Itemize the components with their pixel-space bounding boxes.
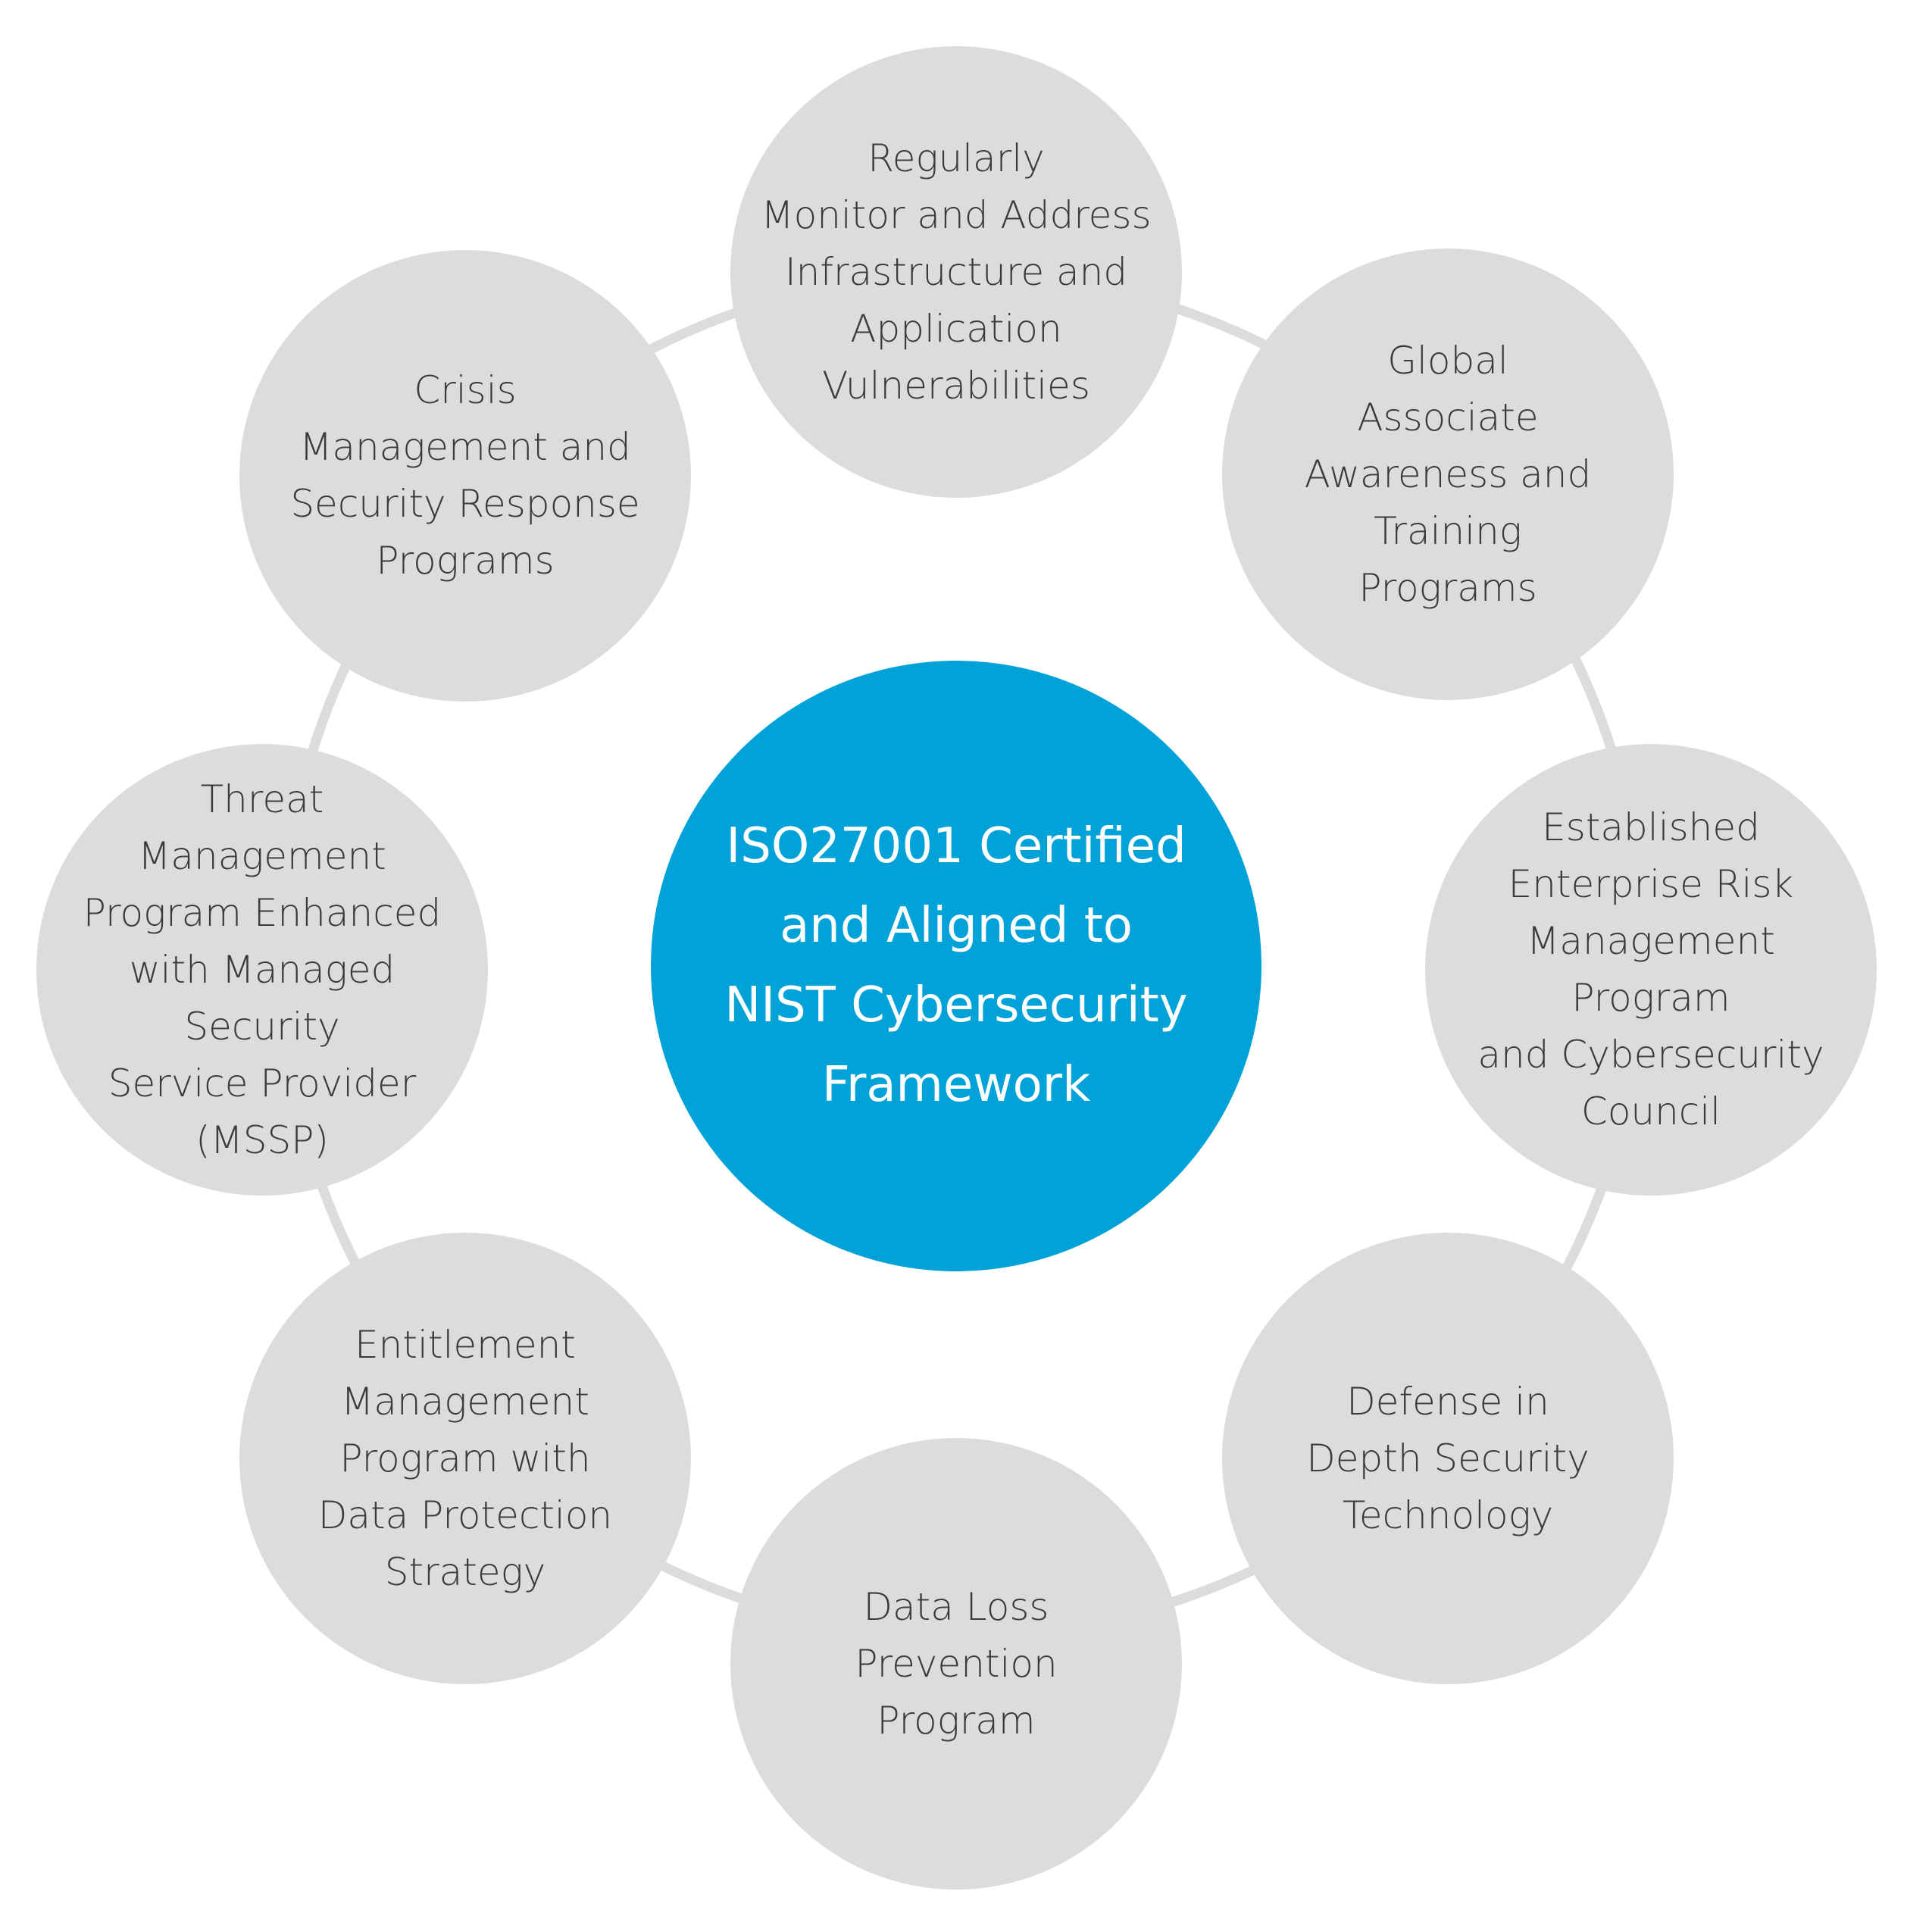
node-label: Regularly Monitor and Address Infrastruc… <box>761 136 1152 408</box>
node-label: Crisis Management and Security Response … <box>290 368 640 583</box>
node-label: Defense in Depth Security Technology <box>1306 1379 1590 1537</box>
node-label: Data Loss Prevention Program <box>855 1584 1058 1743</box>
node-awareness-training: Global Associate Awareness and Training … <box>1222 249 1674 700</box>
node-entitlement-management: Entitlement Management Program with Data… <box>239 1233 691 1684</box>
center-hub: ISO27001 Certified and Aligned to NIST C… <box>651 661 1261 1271</box>
node-threat-management: Threat Management Program Enhanced with … <box>36 744 488 1196</box>
node-data-loss-prevention: Data Loss Prevention Program <box>730 1438 1182 1890</box>
node-defense-in-depth: Defense in Depth Security Technology <box>1222 1233 1674 1684</box>
node-enterprise-risk-management: Established Enterprise Risk Management P… <box>1425 744 1877 1196</box>
center-label: ISO27001 Certified and Aligned to NIST C… <box>724 818 1188 1113</box>
node-label: Threat Management Program Enhanced with … <box>83 777 442 1162</box>
node-label: Entitlement Management Program with Data… <box>317 1322 613 1594</box>
node-crisis-management: Crisis Management and Security Response … <box>239 250 691 702</box>
node-vulnerability-monitoring: Regularly Monitor and Address Infrastruc… <box>730 46 1182 498</box>
node-label: Established Enterprise Risk Management P… <box>1477 805 1824 1133</box>
node-label: Global Associate Awareness and Training … <box>1304 338 1592 610</box>
